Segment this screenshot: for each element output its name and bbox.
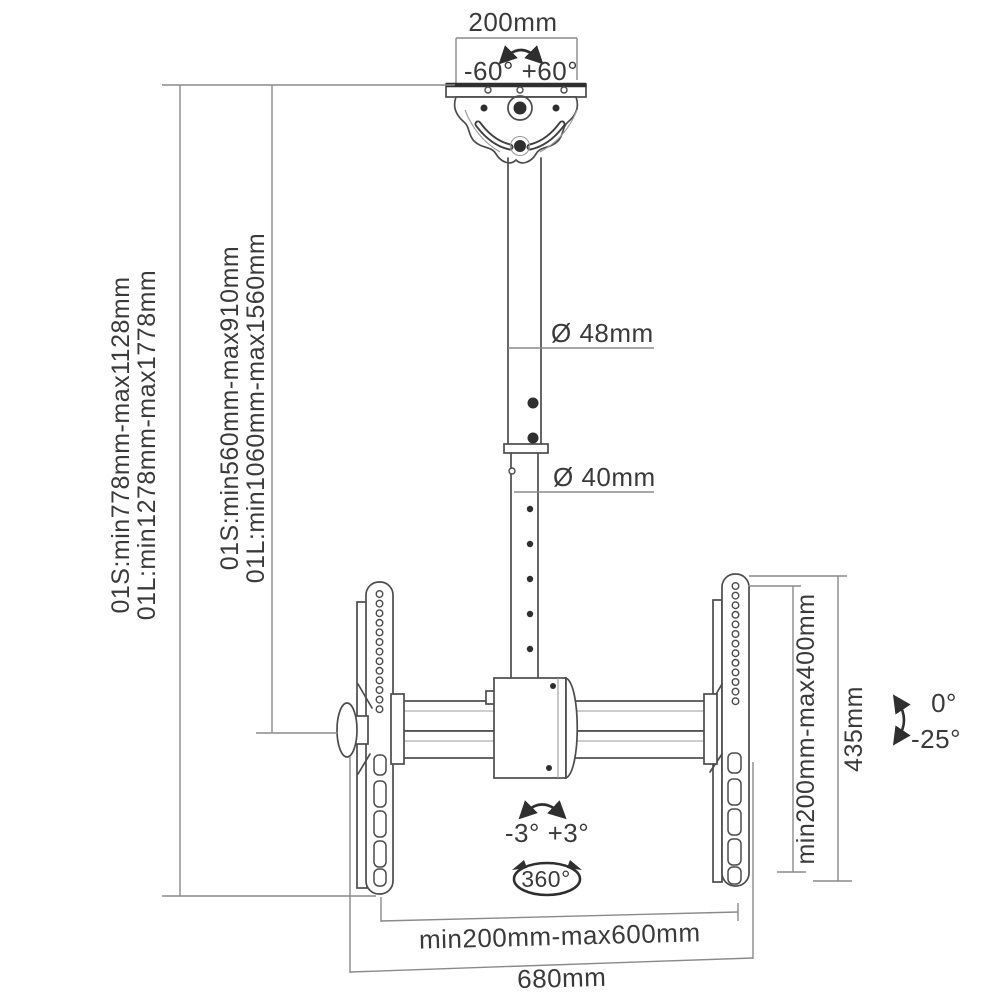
dimension-bracket-width: 680mm <box>349 757 754 994</box>
bracket-width-label: 680mm <box>517 962 607 994</box>
dimension-vesa-height: min200mm-max400mm <box>748 585 820 873</box>
dimension-vesa-width: min200mm-max600mm <box>380 897 739 955</box>
annotation-rotation-360: 360° <box>512 860 582 897</box>
bracket-height-label: 435mm <box>840 686 868 772</box>
ceiling-width-label: 200mm <box>468 7 557 37</box>
plate-lock-bolt <box>514 140 526 152</box>
pole-set-screw <box>527 432 539 444</box>
left-bar-clamp <box>390 693 405 765</box>
rotation-label: 360° <box>521 866 571 892</box>
tilt-down-label: -25° <box>911 724 961 754</box>
tension-knob <box>336 702 358 758</box>
pole-height-long-label: 01L:min1060mm-max1560mm <box>242 233 270 584</box>
annotation-level-adjust: -3° +3° <box>505 800 589 848</box>
callout-diameter-40: Ø 40mm <box>514 462 656 493</box>
tilt-up-label: 0° <box>931 688 957 718</box>
plate-hub-bolt <box>513 101 527 115</box>
total-height-long-label: 01L:min1278mm-max1778mm <box>133 270 161 621</box>
vesa-height-label: min200mm-max400mm <box>792 593 820 864</box>
diameter-48-label: Ø 48mm <box>551 318 654 348</box>
dimension-pole-height: 01S:min560mm-max910mm 01L:min1060mm-max1… <box>216 85 338 734</box>
level-adjust-label: -3° +3° <box>505 818 589 848</box>
lower-pole <box>508 452 539 679</box>
pole-set-screw <box>527 397 539 409</box>
vesa-width-label: min200mm-max600mm <box>419 917 701 954</box>
dimension-total-height: 01S:min778mm-max1128mm 01L:min1278mm-max… <box>107 84 455 897</box>
total-height-short-label: 01S:min778mm-max1128mm <box>107 276 135 613</box>
diameter-40-label: Ø 40mm <box>553 462 656 492</box>
right-bar-clamp <box>703 693 718 765</box>
dimension-ceiling-width: 200mm <box>455 7 578 84</box>
swivel-range-label: -60° +60° <box>464 56 578 86</box>
callout-diameter-48: Ø 48mm <box>508 318 654 349</box>
pole-hub-clamp <box>485 676 579 780</box>
annotation-tilt: 0° -25° <box>892 688 961 754</box>
annotation-swivel-top: -60° +60° <box>464 45 578 86</box>
upper-pole <box>503 157 549 454</box>
ceiling-plate <box>445 82 587 164</box>
pole-height-short-label: 01S:min560mm-max910mm <box>216 246 244 571</box>
dimension-bracket-height: 435mm <box>749 575 868 882</box>
left-vesa-bracket <box>336 581 394 895</box>
